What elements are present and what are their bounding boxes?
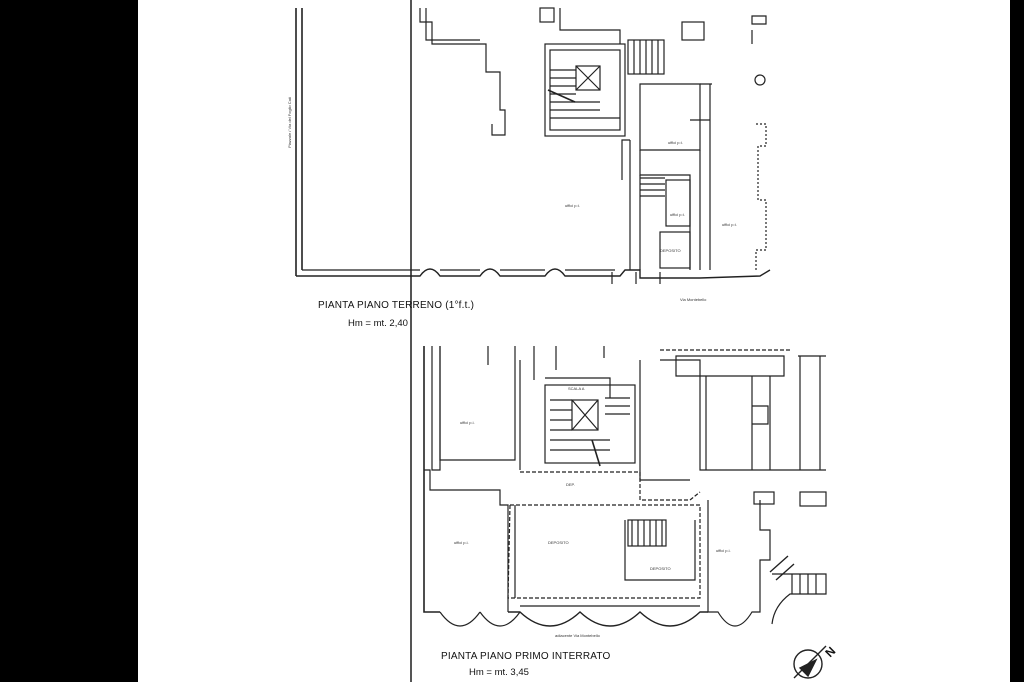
basement-street-bottom: adiacente Via Montebello [555, 633, 600, 638]
ground-floor-height: Hm = mt. 2,40 [348, 318, 408, 329]
ground-room-label: uffici p.t. [565, 203, 580, 208]
ground-room-label: uffici p.t. [670, 212, 685, 217]
ground-floor-street-side: Piazzale / Via del Foglio Cati [286, 97, 292, 148]
basement-room-label: uffici p.i. [460, 420, 475, 425]
ground-floor-plan [295, 7, 771, 284]
basement-room-label: DEP. [566, 482, 575, 487]
basement-room-label: DEPOSITO [548, 540, 569, 545]
ground-floor-street-bottom: Via Montebello [680, 297, 707, 302]
basement-room-label: DEPOSITO [650, 566, 671, 571]
basement-room-label: uffici p.i. [716, 548, 731, 553]
basement-room-label: SCALA A [568, 386, 585, 391]
drawing-page [138, 0, 1024, 682]
ground-room-label: DEPOSITO [660, 248, 681, 253]
ground-room-label: uffici p.t. [722, 222, 737, 227]
ground-room-label: uffici p.t. [668, 140, 683, 145]
ground-floor-title: PIANTA PIANO TERRENO (1°f.t.) [318, 300, 475, 311]
basement-room-label: uffici p.i. [454, 540, 469, 545]
basement-title: PIANTA PIANO PRIMO INTERRATO [441, 651, 611, 662]
basement-height: Hm = mt. 3,45 [469, 667, 529, 678]
basement-plan [423, 346, 827, 627]
north-arrow-icon [793, 645, 827, 679]
